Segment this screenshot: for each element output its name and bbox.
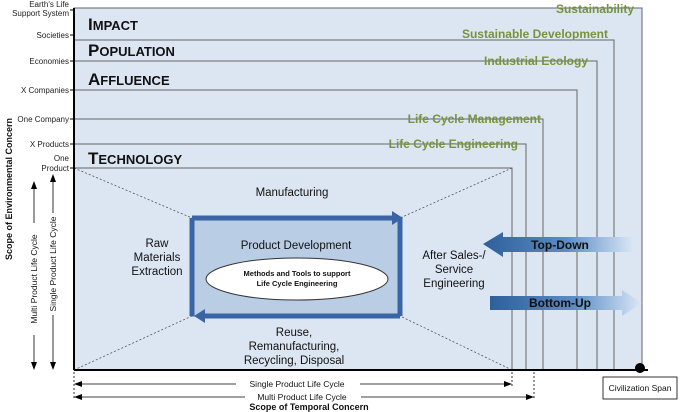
phase-after-1: After Sales-/ <box>422 250 486 262</box>
multi-span-arrowhead-down <box>31 362 37 370</box>
single-span-label-bg <box>47 213 59 315</box>
y-level-earth-1: Earth's Life <box>29 0 69 9</box>
phase-after-3: Engineering <box>423 278 484 290</box>
x-span-multi-label: Multi Product Life Cycle <box>257 392 347 402</box>
bottom-up-arrow <box>490 290 642 316</box>
y-level-one-product-1: One <box>54 154 70 163</box>
phase-after-2: Service <box>435 264 473 276</box>
x-span-multi-arrowhead-right <box>526 394 534 400</box>
y-level-economies: Economies <box>29 57 69 66</box>
y-axis-title: Scope of Environmental Concern <box>4 118 14 260</box>
multi-span-arrowhead-up <box>31 181 37 189</box>
civilization-marker-icon <box>635 363 645 373</box>
phase-raw-3: Extraction <box>131 266 182 278</box>
driver-impact: IMPACT <box>88 15 138 34</box>
cycle-arrowhead-bottom <box>194 309 205 323</box>
driver-technology: TECHNOLOGY <box>88 149 183 168</box>
approach-sustainability: Sustainability <box>556 2 634 16</box>
multi-span-label-bg <box>28 223 40 335</box>
approach-life-cycle-management: Life Cycle Management <box>408 112 541 126</box>
single-span-arrowhead-down <box>50 362 56 370</box>
y-level-earth-2: Support System <box>12 9 69 18</box>
perspective-line-tl <box>73 167 193 219</box>
phase-raw-2: Materials <box>134 252 181 264</box>
phase-product-development: Product Development <box>241 240 352 252</box>
y-level-x-companies: X Companies <box>21 86 69 95</box>
y-ticks <box>70 9 74 169</box>
bottom-up-label: Bottom-Up <box>529 296 591 310</box>
perspective-line-br <box>399 315 513 371</box>
phase-raw-1: Raw <box>145 238 169 250</box>
y-level-one-company: One Company <box>17 115 69 124</box>
civilization-span-label: Civilization Span <box>609 383 672 393</box>
approach-industrial-ecology: Industrial Ecology <box>484 54 588 68</box>
phase-reuse-2: Remanufacturing, <box>249 341 340 353</box>
x-axis-title: Scope of Temporal Concern <box>249 402 368 412</box>
methods-tools-ellipse <box>205 257 389 301</box>
perspective-line-bl <box>73 315 193 371</box>
approach-sustainable-development: Sustainable Development <box>462 27 608 41</box>
multi-span-label: Multi Product Life Cycle <box>29 234 39 324</box>
civilization-span-box <box>602 376 678 400</box>
methods-tools-line-1: Methods and Tools to support <box>244 269 351 278</box>
phase-manufacturing: Manufacturing <box>256 187 329 199</box>
phase-reuse-3: Recycling, Disposal <box>244 355 344 367</box>
perspective-line-tr <box>399 167 513 219</box>
sustainable-development-frame <box>74 39 615 370</box>
single-span-label: Single Product Life Cycle <box>48 216 58 311</box>
x-span-multi-label-bg <box>245 391 361 402</box>
single-span-arrowhead-up <box>50 174 56 182</box>
x-span-multi-arrowhead-left <box>74 394 82 400</box>
approach-life-cycle-engineering: Life Cycle Engineering <box>389 137 518 151</box>
x-span-single-label: Single Product Life Cycle <box>250 379 345 389</box>
affluence-frame <box>74 89 578 370</box>
y-level-societies: Societies <box>37 31 69 40</box>
industrial-ecology-frame <box>74 60 598 370</box>
x-span-single-arrowhead-right <box>504 381 512 387</box>
top-down-label: Top-Down <box>531 238 589 252</box>
x-span-single-label-bg <box>236 378 360 389</box>
driver-population: POPULATION <box>88 41 175 60</box>
phase-reuse-1: Reuse, <box>276 327 312 339</box>
top-down-arrow <box>483 232 634 257</box>
y-level-x-products: X Products <box>30 140 69 149</box>
y-level-one-product-2: Product <box>41 164 69 173</box>
life-cycle-engineering-frame <box>74 143 527 370</box>
methods-tools-line-2: Life Cycle Engineering <box>257 279 338 288</box>
x-span-single-arrowhead-left <box>74 381 82 387</box>
life-cycle-management-frame <box>74 118 544 370</box>
driver-affluence: AFFLUENCE <box>88 70 170 89</box>
